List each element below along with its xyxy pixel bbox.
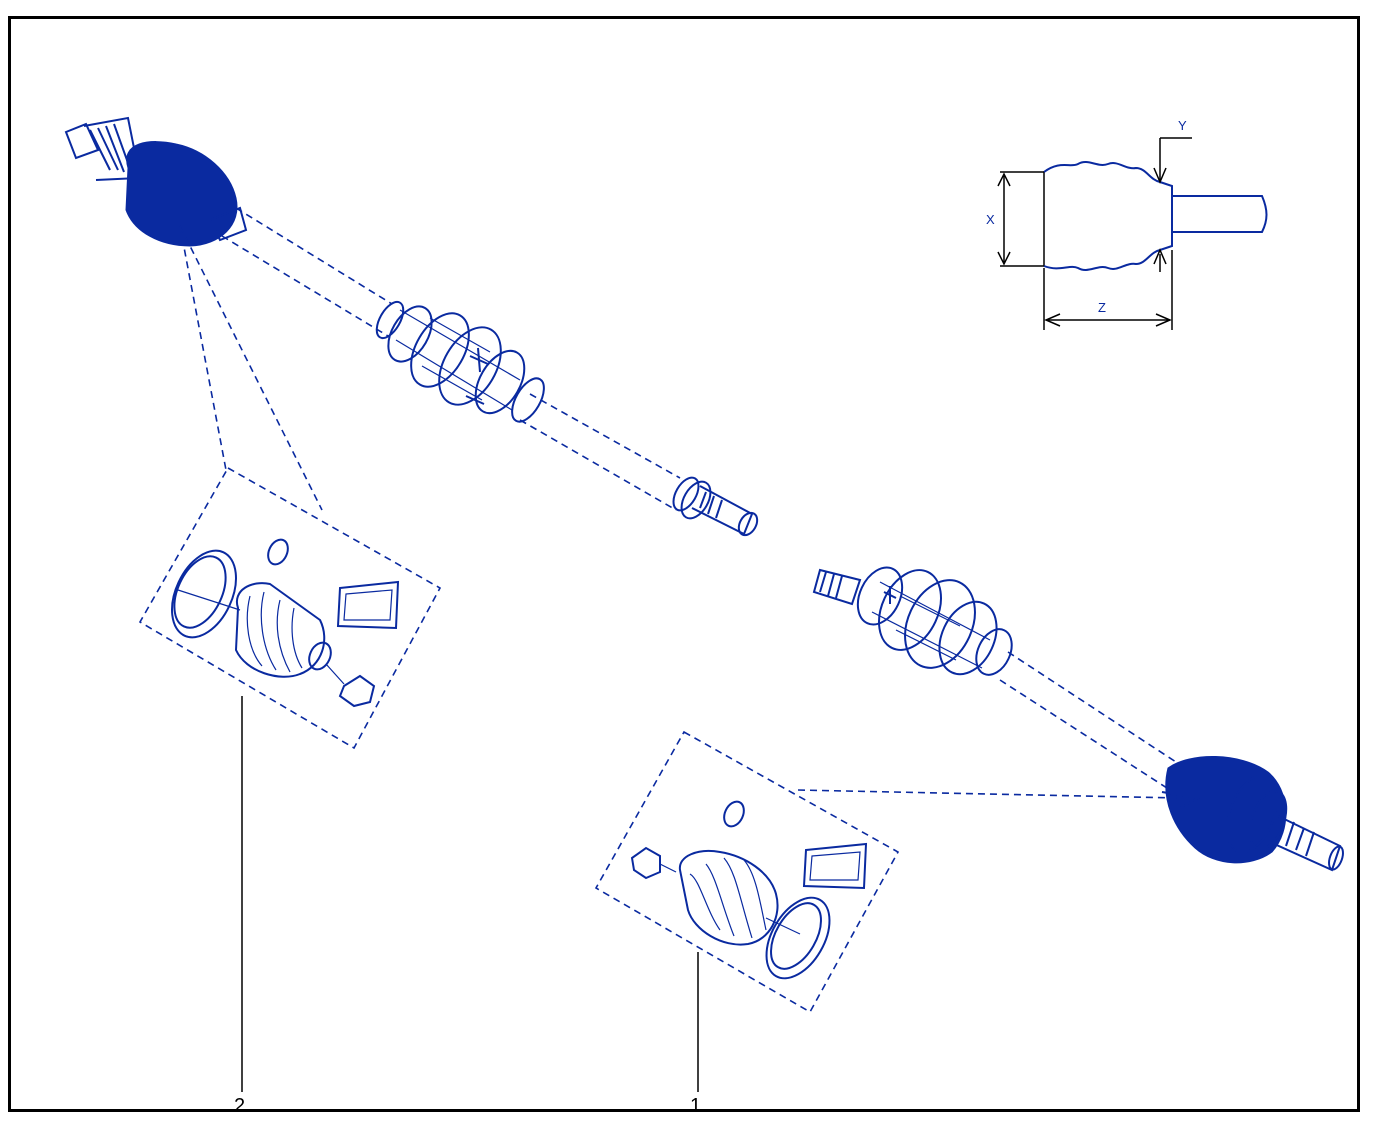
boot-dimension-inset: X Y Z [986, 118, 1268, 330]
intermediate-shaft [221, 207, 681, 511]
outer-cv-joint-left [64, 116, 248, 247]
dimension-label-y: Y [1178, 118, 1187, 133]
diagram-frame [8, 16, 1360, 1112]
callout-leaders [241, 696, 699, 1092]
right-driveshaft [812, 566, 1177, 791]
dimension-label-z: Z [1098, 300, 1106, 315]
inner-joint-left [375, 300, 545, 423]
outer-cv-joint-right [1165, 755, 1344, 872]
callout-2: 2 [234, 1095, 245, 1117]
boot-kit-2 [138, 225, 442, 750]
callout-1: 1 [690, 1095, 701, 1117]
dimension-label-x: X [986, 212, 995, 227]
splined-stub [672, 476, 759, 537]
boot-kit-1 [594, 730, 1201, 1014]
